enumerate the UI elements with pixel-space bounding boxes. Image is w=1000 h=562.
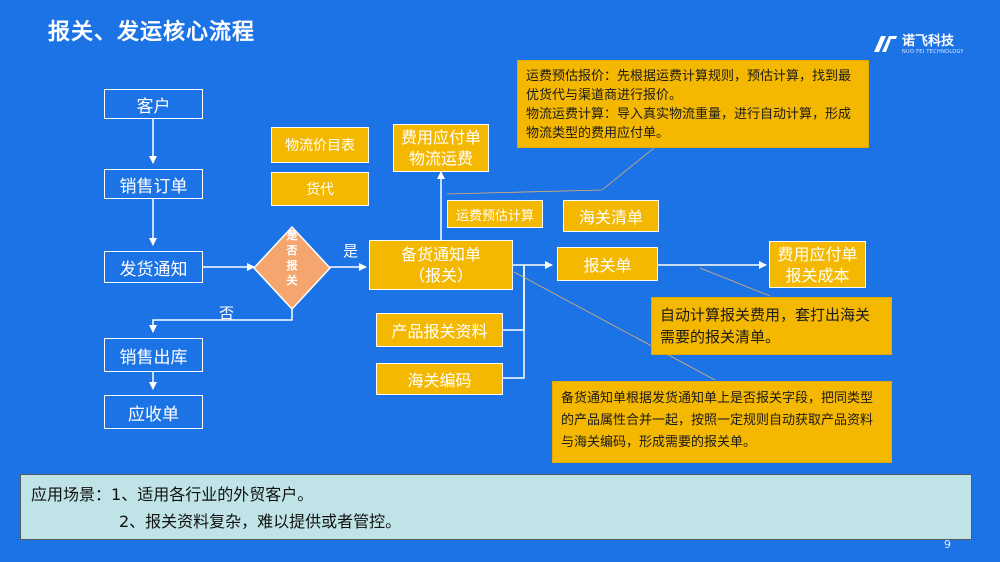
- callout-line-prep: [513, 271, 716, 381]
- scenario-item-1: 1、适用各行业的外贸客户。: [111, 485, 314, 504]
- forwarder-node: 货代: [271, 172, 369, 206]
- scenario-label: 应用场景：: [31, 485, 112, 504]
- logo-mark-icon: [874, 36, 897, 52]
- page-title: 报关、发运核心流程: [48, 20, 256, 45]
- prep-notice-line1: 备货通知单: [400, 245, 481, 264]
- freight-estimate-node: 运费预估计算: [447, 200, 543, 228]
- price-list-node: 物流价目表: [271, 127, 369, 163]
- declaration-form-node: 报关单: [557, 247, 658, 281]
- customer-node: 客户: [104, 89, 203, 119]
- customs-fee-note: 自动计算报关费用，套打出海关需要的报关清单。: [651, 297, 892, 355]
- product-customs-info-node: 产品报关资料: [376, 313, 503, 347]
- page-number: 9: [944, 538, 951, 551]
- prep-notice-node: 备货通知单 （报关）: [369, 240, 513, 290]
- sales-outbound-node: 销售出库: [104, 338, 203, 372]
- logo-name: 诺飞科技: [902, 34, 955, 49]
- freight-payable-node: 费用应付单 物流运费: [393, 124, 489, 172]
- callout-line-freight: [446, 147, 655, 195]
- receivable-node: 应收单: [104, 395, 203, 429]
- customs-payable-line2: 报关成本: [785, 265, 850, 285]
- application-scenario: 应用场景：1、适用各行业的外贸客户。 2、报关资料复杂，难以提供或者管控。: [20, 474, 972, 540]
- declare-decision-diamond: [253, 226, 331, 310]
- logo-subtitle: NUO FEI TECHNOLOGY: [902, 49, 964, 55]
- ship-notice-node: 发货通知: [104, 251, 203, 283]
- customs-payable-line1: 费用应付单: [777, 244, 858, 264]
- customs-payable-node: 费用应付单 报关成本: [769, 241, 866, 288]
- callout-line-customs: [699, 267, 771, 297]
- company-logo: 诺飞科技 NUO FEI TECHNOLOGY: [872, 28, 982, 62]
- prep-notice-line2: （报关）: [408, 266, 473, 285]
- arrow-decision-no: [149, 308, 293, 333]
- hs-code-node: 海关编码: [376, 363, 503, 395]
- scenario-item-2: 2、报关资料复杂，难以提供或者管控。: [119, 512, 402, 531]
- freight-payable-line2: 物流运费: [408, 149, 473, 168]
- declare-decision-label: 是否报关: [286, 229, 298, 287]
- freight-note-calculation: 物流运费计算：导入真实物流重量，进行自动计算，形成物流类型的费用应付单。: [526, 107, 852, 141]
- line-hs-code: [503, 265, 525, 379]
- freight-payable-line1: 费用应付单: [400, 128, 481, 147]
- customs-clearance-node: 海关清单: [563, 200, 659, 232]
- yes-label: 是: [343, 242, 359, 260]
- freight-note: 运费预估报价：先根据运费计算规则，预估计算，找到最优货代与渠道商进行报价。 物流…: [517, 60, 869, 148]
- freight-note-estimate: 运费预估报价：先根据运费计算规则，预估计算，找到最优货代与渠道商进行报价。: [526, 69, 852, 103]
- sales-order-node: 销售订单: [104, 169, 203, 199]
- no-label: 否: [219, 304, 235, 322]
- prep-notice-note: 备货通知单根据发货通知单上是否报关字段，把同类型的产品属性合并一起，按照一定规则…: [552, 381, 892, 463]
